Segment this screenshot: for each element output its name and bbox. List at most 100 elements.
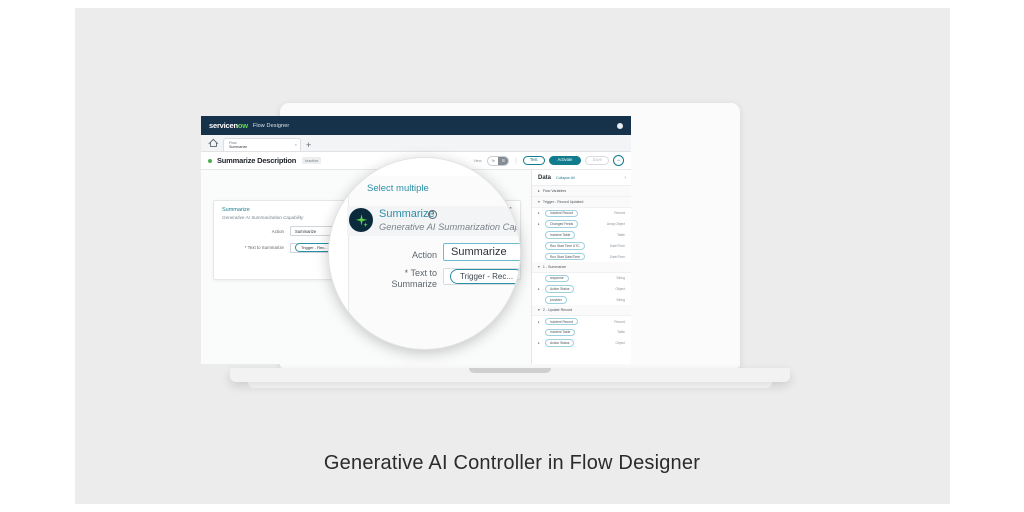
data-item-type: Array.Object — [606, 222, 625, 227]
lens-left-rail — [329, 158, 349, 349]
magnified-content: NS Select multiple Summarize ? Generativ… — [329, 158, 520, 349]
data-item-row[interactable]: response String — [532, 273, 631, 284]
caret-icon[interactable]: ▾ — [538, 308, 540, 313]
slide-caption: Generative AI Controller in Flow Designe… — [323, 452, 701, 474]
lens-action-label: Action — [411, 250, 437, 260]
data-item-row[interactable]: Incident Table Table — [532, 327, 631, 338]
data-item-chip[interactable]: Incident Record — [545, 317, 579, 326]
collapse-all-link[interactable]: Collapse All — [556, 176, 575, 180]
lens-action-input[interactable]: Summarize — [443, 243, 520, 261]
status-dot-icon — [208, 158, 212, 163]
sparkle-svg — [355, 213, 368, 227]
caret-icon[interactable]: ▸ — [538, 287, 540, 292]
data-panel-header: Data Collapse All › — [532, 170, 631, 186]
status-badge: Inactive — [302, 157, 322, 164]
caret-icon[interactable]: ▸ — [538, 341, 540, 346]
tab-close-icon[interactable]: × — [294, 142, 297, 147]
chevron-right-icon[interactable]: › — [624, 174, 626, 181]
actions-label-partial: NS — [331, 184, 344, 194]
servicenow-logo: servicenow — [209, 121, 248, 130]
data-panel: Data Collapse All › ▸Flow Variables▾Trig… — [531, 170, 631, 364]
data-panel-title: Data — [538, 175, 552, 181]
action-description: Generative AI Summarization Capability — [222, 215, 304, 220]
data-section-header[interactable]: ▸Flow Variables — [532, 186, 631, 197]
data-item-chip[interactable]: Action Status — [545, 339, 575, 347]
page-title: Summarize Description — [217, 156, 297, 165]
new-tab-icon[interactable]: + — [306, 140, 312, 150]
caret-icon[interactable]: ▾ — [538, 264, 540, 269]
caret-icon[interactable]: ▸ — [538, 211, 540, 216]
data-item-row[interactable]: ▸ Action Status Object — [532, 284, 631, 295]
data-section-label: 2 - Update Record — [542, 308, 573, 313]
text-field-label: * Text to Summarize — [244, 245, 284, 250]
lens-text-label-line1: * Text to — [404, 268, 437, 278]
data-section-label: Flow Variables — [542, 189, 567, 193]
notification-bell-icon[interactable] — [617, 122, 623, 129]
data-item-type: Record — [614, 319, 625, 324]
data-item-type: Table — [617, 232, 625, 237]
select-multiple-link[interactable]: Select multiple — [367, 183, 429, 194]
data-section-header[interactable]: ▾1 - Summarize — [532, 261, 631, 273]
laptop-base — [230, 368, 790, 382]
lens-text-input[interactable]: Trigger - Rec... — [443, 268, 520, 285]
activate-button[interactable]: Activate — [548, 155, 582, 166]
lens-text-pill[interactable]: Trigger - Rec... — [450, 269, 520, 284]
caret-icon[interactable]: ▸ — [538, 222, 540, 227]
data-item-chip[interactable]: Action Status — [545, 285, 575, 293]
data-section-label: Trigger - Record Updated — [542, 200, 584, 204]
data-item-row[interactable]: ▸ Incident Record Record — [532, 208, 631, 219]
tab-bar: Flow Summarize × + — [201, 135, 631, 152]
data-item-row[interactable]: Run Start Time UTC Date/Time — [532, 240, 631, 251]
caret-icon[interactable]: ▸ — [538, 189, 540, 193]
lens-text-label: * Text to Summarize — [367, 268, 437, 290]
caret-icon[interactable]: ▾ — [538, 200, 540, 204]
magnifier-lens: NS Select multiple Summarize ? Generativ… — [328, 157, 521, 350]
test-button[interactable]: Test — [522, 155, 545, 166]
data-item-chip[interactable]: Incident Table — [545, 231, 576, 239]
tab-flow-summarize[interactable]: Flow Summarize × — [223, 138, 301, 151]
data-item-type: Table — [617, 330, 625, 335]
app-header: servicenow Flow Designer — [201, 116, 631, 135]
data-item-type: String — [616, 276, 625, 281]
data-item-type: Object — [615, 287, 625, 292]
data-item-chip[interactable]: Incident Table — [545, 328, 576, 337]
data-item-chip[interactable]: Changed Fields — [545, 220, 579, 228]
data-item-row[interactable]: Run Start Date/Time Date/Time — [532, 251, 631, 262]
data-item-type: Date/Time — [609, 243, 625, 248]
data-item-type: Record — [614, 211, 625, 216]
caret-icon[interactable]: ▸ — [538, 319, 540, 324]
app-name-label: Flow Designer — [252, 122, 290, 129]
more-options-button[interactable]: − — [613, 155, 624, 166]
data-item-chip[interactable]: Incident Record — [545, 209, 579, 218]
action-field-label: Action — [271, 228, 284, 234]
data-item-row[interactable]: provider String — [532, 294, 631, 305]
lens-top-strip — [347, 158, 520, 176]
data-item-type: Object — [615, 341, 625, 346]
logo-accent: ow — [237, 121, 248, 130]
generative-ai-icon — [349, 208, 373, 232]
data-section-header[interactable]: ▾2 - Update Record — [532, 305, 631, 317]
home-icon[interactable] — [209, 139, 218, 148]
data-item-chip[interactable]: response — [545, 274, 569, 283]
data-item-row[interactable]: ▸ Action Status Object — [532, 338, 631, 349]
tab-label-line1: Flow — [229, 140, 237, 145]
sparkle-icon — [354, 213, 369, 228]
question-mark-icon[interactable]: ? — [428, 210, 437, 219]
data-section-header[interactable]: ▾Trigger - Record Updated — [532, 197, 631, 208]
lens-text-label-line2: Summarize — [391, 279, 437, 289]
save-button[interactable]: Save — [585, 155, 609, 166]
data-item-chip[interactable]: Run Start Date/Time — [545, 252, 585, 261]
data-item-row[interactable]: Incident Table Table — [532, 230, 631, 241]
data-item-chip[interactable]: provider — [545, 296, 567, 304]
lens-action-description: Generative AI Summarization Capabi — [379, 222, 521, 232]
laptop-base-shadow — [248, 382, 772, 388]
data-item-row[interactable]: ▸ Changed Fields Array.Object — [532, 219, 631, 230]
data-item-type: String — [616, 297, 625, 302]
data-item-row[interactable]: ▸ Incident Record Record — [532, 316, 631, 327]
action-name: Summarize — [222, 207, 250, 213]
data-item-type: Date/Time — [609, 254, 625, 259]
data-section-label: 1 - Summarize — [542, 264, 567, 269]
tab-label-line2: Summarize — [229, 144, 248, 149]
slide-background: servicenow Flow Designer Flow Summarize … — [75, 8, 950, 504]
data-item-chip[interactable]: Run Start Time UTC — [545, 241, 585, 250]
